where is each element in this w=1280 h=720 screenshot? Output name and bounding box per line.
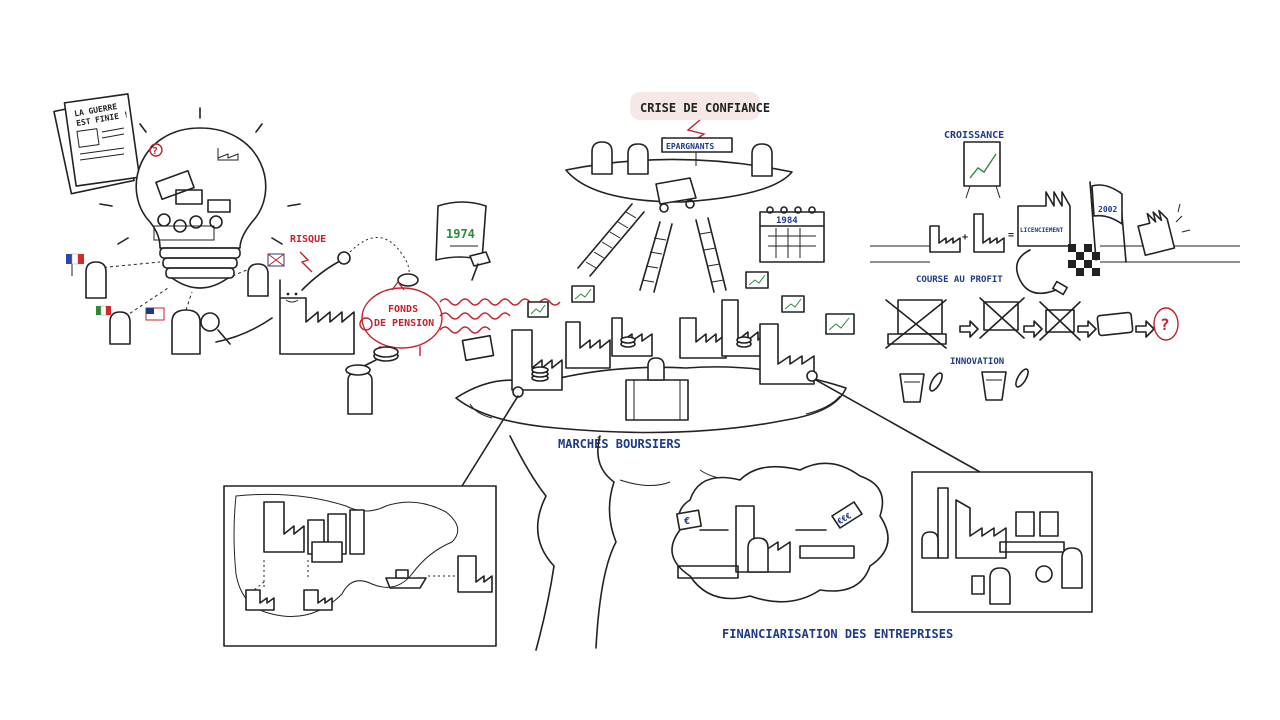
production-panel	[911, 471, 1093, 613]
confidence-crisis: CRISE DE CONFIANCE EPARGNANTS	[565, 92, 793, 213]
stock-markets-label: MARCHÉS BOURSIERS	[558, 436, 681, 451]
risk-factory: RISQUE	[279, 234, 419, 355]
growth-section: CROISSANCE + = LICENCIEMENT 2002 COURSE …	[870, 130, 1240, 296]
savers-sign: EPARGNANTS	[666, 142, 714, 151]
svg-text:?: ?	[152, 146, 158, 157]
innovation-label: INNOVATION	[950, 357, 1004, 367]
pension-fund-piggy: FONDS DE PENSION	[345, 280, 443, 415]
risk-label: RISQUE	[290, 234, 326, 245]
pension-fund-label-1: FONDS	[388, 304, 418, 315]
calendar-year: 1984	[776, 216, 798, 226]
stock-market-island: MARCHÉS BOURSIERS	[455, 271, 855, 451]
newspaper-drawing: LA GUERRE EST FINIE !	[53, 93, 141, 195]
financialisation-label: FINANCIARISATION DES ENTREPRISES	[722, 627, 953, 641]
checkered-flag	[1068, 244, 1100, 276]
confidence-crisis-label: CRISE DE CONFIANCE	[640, 101, 770, 115]
offshoring-panel	[223, 485, 497, 647]
svg-text:=: =	[1008, 230, 1014, 241]
callout-lines	[461, 370, 981, 487]
financialisation-cloud: € €€€	[671, 462, 889, 603]
question-mark: ?	[1160, 315, 1170, 334]
lightbulb-drawing: ?	[99, 107, 301, 289]
growth-label: CROISSANCE	[944, 130, 1004, 141]
scroll-1974: 1974	[435, 201, 491, 281]
innovation-section: ? INNOVATION	[885, 297, 1179, 403]
scroll-year: 1974	[446, 227, 475, 241]
national-figures	[66, 253, 285, 355]
race-year: 2002	[1098, 205, 1117, 214]
rail-tracks	[577, 203, 727, 293]
coin-tag-single: €	[684, 516, 690, 527]
calendar-1984: 1984	[759, 206, 825, 263]
profit-race-label: COURSE AU PROFIT	[916, 275, 1003, 285]
pension-fund-label-2: DE PENSION	[374, 318, 434, 329]
layoffs-sign: LICENCIEMENT	[1020, 227, 1064, 234]
svg-text:+: +	[962, 232, 968, 243]
